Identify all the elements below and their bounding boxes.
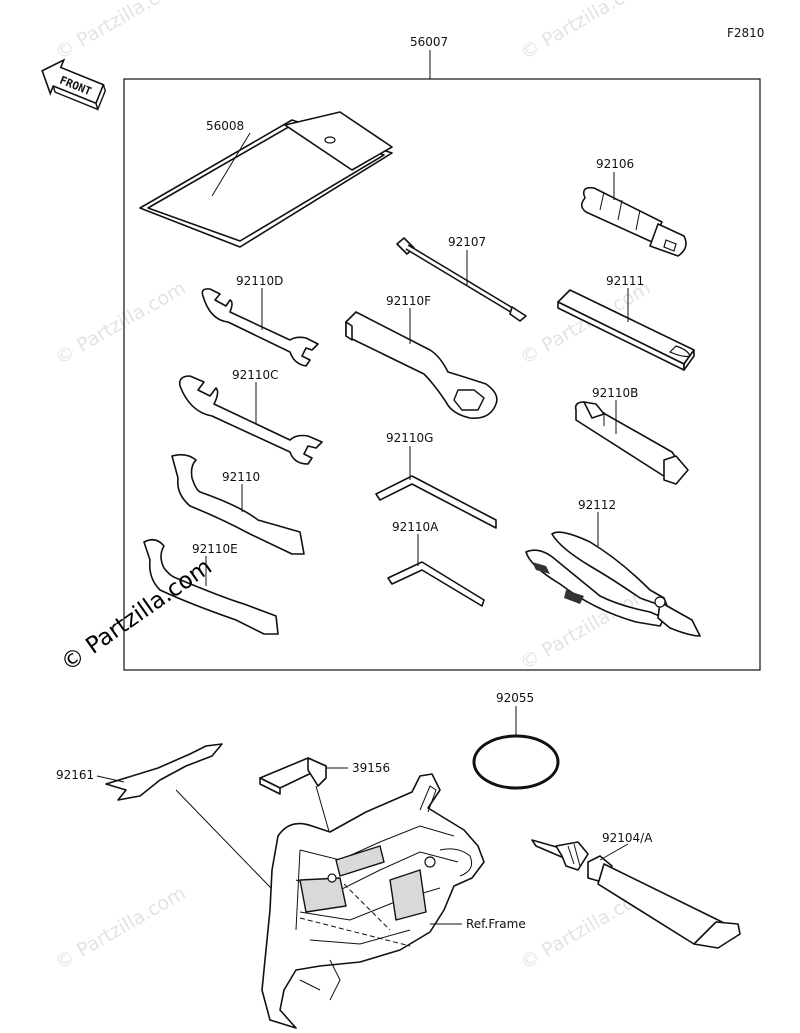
- socket-wrench-92110B: 92110B: [574, 386, 689, 485]
- pliers-92112: 92112: [525, 498, 701, 637]
- tube-92104A: 92104/A: [531, 831, 741, 949]
- front-arrow-icon: FRONT: [41, 58, 106, 111]
- pad-39156: 39156: [259, 757, 390, 885]
- label-92161: 92161: [56, 768, 94, 782]
- label-92110B: 92110B: [592, 386, 638, 400]
- frame-section: Ref.Frame: [261, 773, 526, 1029]
- grip-92106: 92106: [580, 157, 687, 257]
- watermark: © Partzilla.com: [52, 277, 190, 369]
- label-92110C: 92110C: [232, 368, 279, 382]
- spanner-92110: 92110: [171, 453, 305, 555]
- label-92111: 92111: [606, 274, 644, 288]
- label-92110G: 92110G: [386, 431, 433, 445]
- label-92107: 92107: [448, 235, 486, 249]
- label-92110E: 92110E: [192, 542, 238, 556]
- screwdriver-92107: 92107: [396, 235, 527, 322]
- label-92110: 92110: [222, 470, 260, 484]
- label-92055: 92055: [496, 691, 534, 705]
- label-92106: 92106: [596, 157, 634, 171]
- label-39156: 39156: [352, 761, 390, 775]
- clip-92161: 92161: [56, 743, 301, 919]
- watermark-main: © Partzilla.com: [57, 554, 217, 677]
- figure-code: F2810: [727, 26, 764, 40]
- tool-kit-box: [123, 78, 761, 671]
- label-92112: 92112: [578, 498, 616, 512]
- label-56007: 56007: [410, 35, 448, 49]
- watermark: © Partzilla.com: [52, 0, 190, 64]
- box-wrench-92110F: 92110F: [345, 294, 498, 420]
- watermark: © Partzilla.com: [517, 0, 655, 64]
- o-ring-92055: 92055: [472, 691, 560, 790]
- label-ref-frame: Ref.Frame: [466, 917, 526, 931]
- tool-bag-56008: 56008: [139, 111, 393, 248]
- spanner-92110E: 92110E: [143, 538, 279, 635]
- hex-key-92110G: 92110G: [375, 431, 497, 529]
- label-92104A: 92104/A: [602, 831, 653, 845]
- wrench-92110C: 92110C: [178, 368, 323, 465]
- watermark: © Partzilla.com: [52, 882, 190, 974]
- label-92110A: 92110A: [392, 520, 439, 534]
- label-92110D: 92110D: [236, 274, 283, 288]
- hex-key-92110A: 92110A: [387, 520, 485, 607]
- wrench-92110D: 92110D: [201, 274, 319, 367]
- label-92110F: 92110F: [386, 294, 431, 308]
- bar-92111: 92111: [557, 274, 695, 371]
- label-56008: 56008: [206, 119, 244, 133]
